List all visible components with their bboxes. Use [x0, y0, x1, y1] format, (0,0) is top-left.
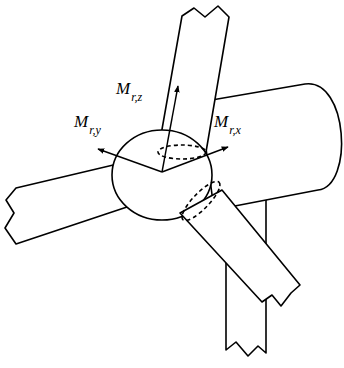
- moment-subscript: r,x: [229, 124, 241, 136]
- moment-symbol: M: [116, 80, 130, 97]
- blade-bottom: [180, 190, 300, 306]
- moment-subscript: r,y: [89, 124, 101, 136]
- moment-subscript: r,z: [131, 91, 142, 103]
- moment-symbol: M: [214, 113, 228, 130]
- moment-arrow: [162, 86, 178, 172]
- moment-arrow: [98, 149, 162, 172]
- moment-arrow: [162, 147, 228, 172]
- moment-symbol: M: [74, 113, 88, 130]
- blade-root: [177, 177, 225, 226]
